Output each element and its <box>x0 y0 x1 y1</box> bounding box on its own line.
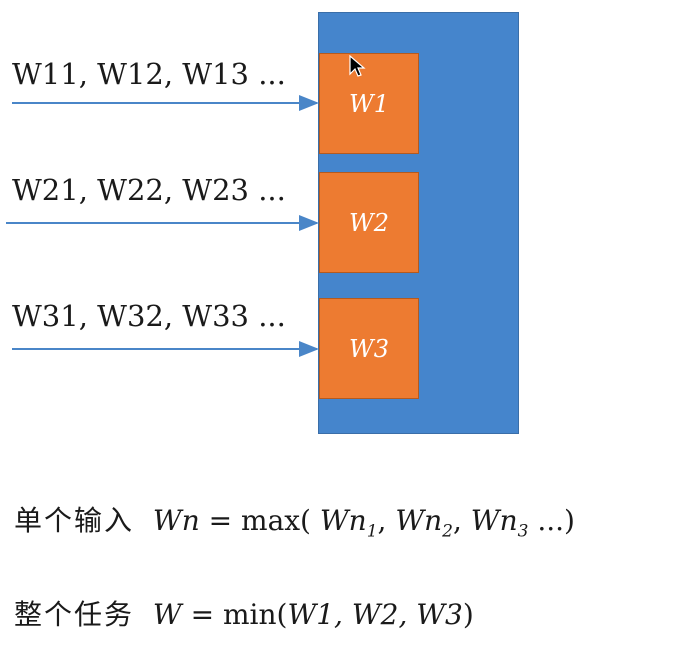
worker-box-w2: W2 <box>319 172 419 273</box>
formula-fn: min( <box>222 598 288 631</box>
worker-box-w1: W1 <box>319 53 419 154</box>
formula-eq: = <box>208 504 242 537</box>
worker-box-w3: W3 <box>319 298 419 399</box>
input-label-row3: W31, W32, W33 ... <box>12 299 286 333</box>
formula-fn: max( <box>241 504 311 537</box>
worker-box-label: W2 <box>349 208 389 237</box>
formula-close: ) <box>462 598 474 631</box>
worker-box-label: W1 <box>349 89 389 118</box>
formula-eq: = <box>190 598 223 631</box>
formula-arg: Wn2 <box>395 504 453 542</box>
formula-args: W1, W2, W3 <box>287 598 463 631</box>
mouse-cursor-icon <box>349 55 366 77</box>
formula-single-input: 单个输入 Wn = max( Wn1, Wn2, Wn3 ...) <box>14 504 575 542</box>
formula-arg-text: Wn3 <box>470 504 529 542</box>
formula-arg: Wn3 <box>470 504 529 542</box>
formula-prefix: 整个任务 <box>14 598 135 631</box>
formula-arg-text: Wn1 <box>319 504 378 542</box>
formula-lhs: Wn <box>152 504 200 537</box>
formula-arg: Wn1 <box>319 504 378 542</box>
input-label-row1: W11, W12, W13 ... <box>12 57 286 91</box>
worker-box-label: W3 <box>349 334 389 363</box>
formula-tail: ...) <box>528 504 575 537</box>
formula-prefix: 单个输入 <box>14 504 135 537</box>
formula-whole-task: 整个任务 W = min(W1, W2, W3) <box>14 593 474 633</box>
formula-arg-text: Wn2 <box>395 504 453 542</box>
input-label-row2: W21, W22, W23 ... <box>12 173 286 207</box>
formula-lhs: W <box>152 598 182 631</box>
